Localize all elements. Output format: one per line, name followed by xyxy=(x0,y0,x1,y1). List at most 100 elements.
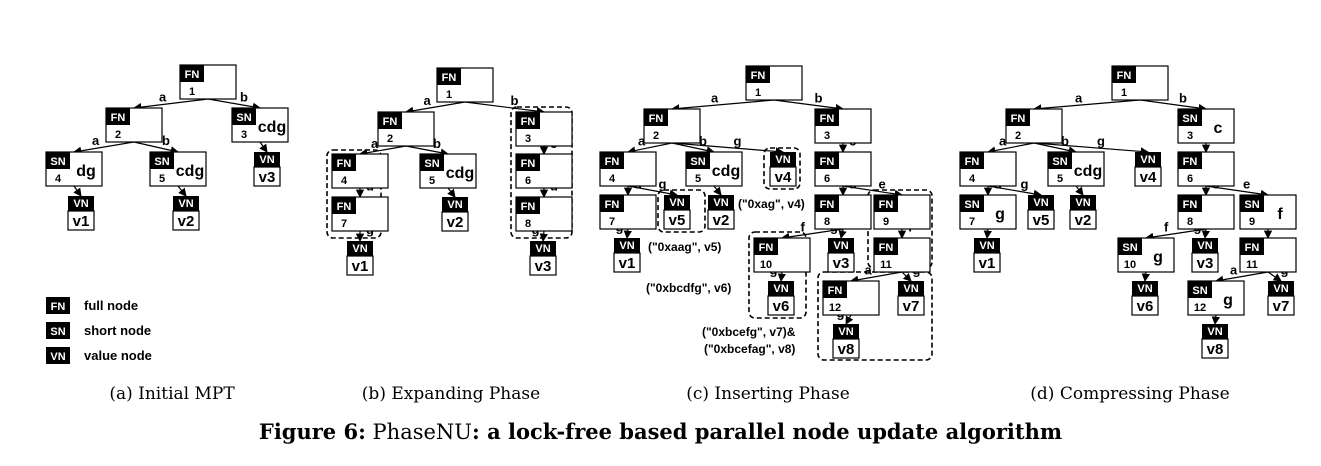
node-number: 2 xyxy=(115,129,121,141)
node-type-tag: FN xyxy=(605,156,620,168)
edge-a5-av2 xyxy=(177,185,187,197)
node-type-tag: SN xyxy=(1192,285,1207,297)
edge-d8-dv3 xyxy=(1201,228,1210,240)
edge-label: a xyxy=(92,133,100,148)
value-label: v5 xyxy=(1033,212,1050,229)
vn-tag: VN xyxy=(1140,154,1155,166)
node-type-tag: FN xyxy=(879,199,894,211)
vn-tag: VN xyxy=(352,243,367,255)
node-b8: FN8 xyxy=(515,196,573,232)
edge-label: f xyxy=(1164,220,1169,235)
note-v7: ("0xbcefg", v7)& xyxy=(702,325,796,339)
value-label: v3 xyxy=(535,258,552,275)
node-number: 3 xyxy=(1187,130,1193,142)
edge-c8-cv3 xyxy=(838,228,847,240)
node-number: 7 xyxy=(969,216,975,228)
edge-label: g xyxy=(1097,134,1105,149)
edge-label: a xyxy=(638,134,646,149)
edge-label: b xyxy=(511,93,519,108)
node-number: 4 xyxy=(55,173,62,185)
edge-label: e xyxy=(879,177,886,192)
node-key: cdg xyxy=(1074,163,1102,180)
edge-d8-d10 xyxy=(1144,228,1207,242)
node-key: f xyxy=(1277,206,1283,223)
edge-a3-av3 xyxy=(259,141,268,153)
edge-c1-c3 xyxy=(773,99,845,113)
node-type-tag: FN xyxy=(383,116,398,128)
node-type-tag: SN xyxy=(690,156,705,168)
node-key: cdg xyxy=(258,119,286,136)
vn-tag: VN xyxy=(1033,197,1048,209)
node-b3: FN3 xyxy=(515,111,573,147)
node-type-tag: FN xyxy=(965,156,980,168)
caption-a: (a) Initial MPT xyxy=(109,384,235,404)
node-type-tag: FN xyxy=(879,242,894,254)
edge-a2-a5 xyxy=(133,141,180,155)
node-number: 10 xyxy=(760,259,772,271)
edge-label: a xyxy=(711,91,719,106)
node-key: dg xyxy=(76,163,96,180)
legend-tag: VN xyxy=(50,351,65,363)
edge-b1-b2 xyxy=(404,101,466,115)
node-number: 9 xyxy=(883,216,889,228)
edge-c11-c12 xyxy=(849,271,903,284)
dashed-group-box xyxy=(326,149,382,239)
edge-c7-cv1 xyxy=(623,228,632,240)
node-type-tag: FN xyxy=(820,113,835,125)
vn-tag: VN xyxy=(1137,283,1152,295)
edge-label: b xyxy=(1179,91,1187,106)
value-label: v1 xyxy=(979,255,996,272)
edge-d6-d9 xyxy=(1205,185,1270,199)
value-label: v2 xyxy=(713,212,730,229)
node-type-tag: FN xyxy=(751,70,766,82)
legend-tag: FN xyxy=(51,301,66,313)
note-v5: ("0xaag", v5) xyxy=(648,240,721,254)
node-type-tag: SN xyxy=(964,199,979,211)
edge-label: e xyxy=(1243,177,1250,192)
node-type-tag: FN xyxy=(649,113,664,125)
node-number: 8 xyxy=(525,218,531,230)
node-type-tag: FN xyxy=(1117,70,1132,82)
node-number: 8 xyxy=(824,216,830,228)
node-type-tag: FN xyxy=(820,199,835,211)
edge-c2-cv4 xyxy=(671,142,785,156)
edge-d2-d5 xyxy=(1033,142,1078,155)
node-number: 6 xyxy=(525,175,531,187)
legend-label: short node xyxy=(84,323,151,338)
figure-caption-name: PhaseNU xyxy=(372,420,472,444)
value-label: v5 xyxy=(669,212,686,229)
node-key: cdg xyxy=(446,165,474,182)
caption-d: (d) Compressing Phase xyxy=(1030,384,1230,404)
edge-b1-b3 xyxy=(464,101,546,116)
edge-d11-dv7 xyxy=(1267,271,1282,282)
value-label: v1 xyxy=(73,213,90,230)
value-label: v8 xyxy=(1207,341,1224,358)
node-number: 2 xyxy=(387,133,393,145)
node-number: 1 xyxy=(1121,87,1127,99)
value-label: v2 xyxy=(178,213,195,230)
node-number: 7 xyxy=(609,216,615,228)
edge-b2-b4 xyxy=(358,145,407,157)
value-label: v8 xyxy=(838,341,855,358)
edge-d2-d4 xyxy=(986,142,1035,155)
node-type-tag: SN xyxy=(1182,113,1197,125)
edge-a1-a3 xyxy=(207,98,262,111)
node-c8: FN 8 xyxy=(814,194,872,230)
edge-c6-c9 xyxy=(842,185,904,199)
